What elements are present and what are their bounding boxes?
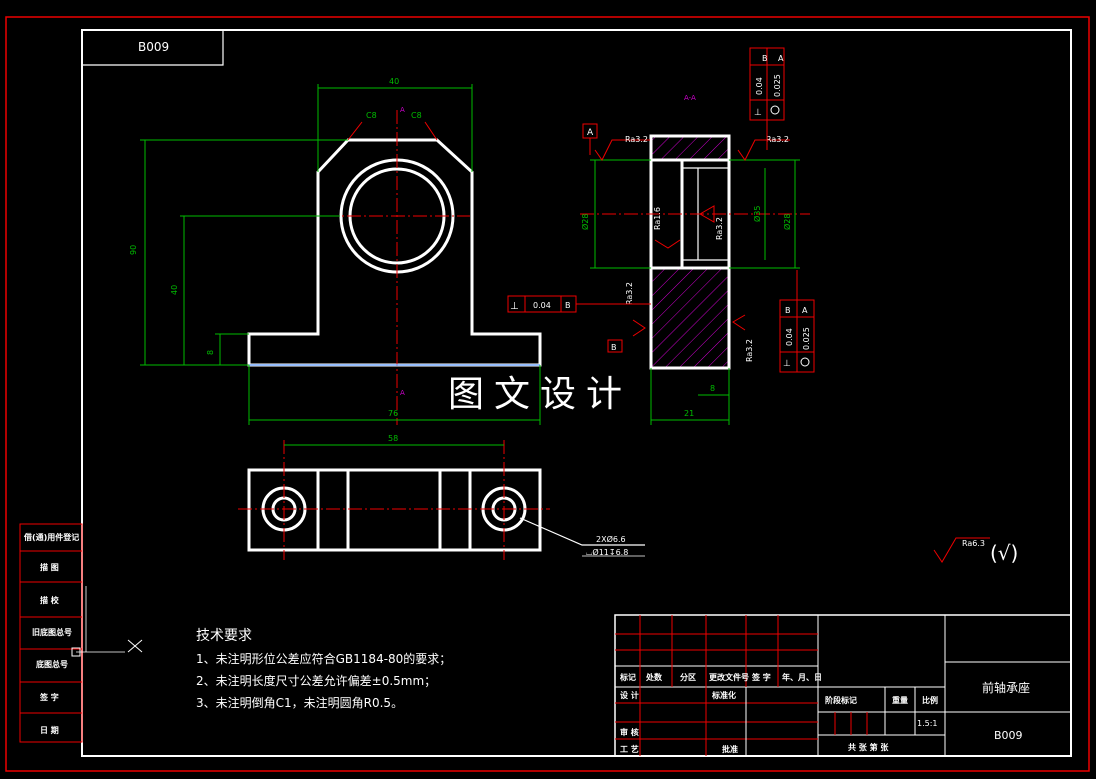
svg-text:分区: 分区	[680, 672, 696, 682]
tolerance-frame-bottom-right: B A 0.04 0.025 ⊥	[779, 270, 815, 373]
svg-text:阶段标记: 阶段标记	[825, 695, 857, 705]
watermark: 图文设计	[448, 374, 632, 415]
scale-value: 1.5:1	[917, 719, 938, 728]
svg-text:0.025: 0.025	[773, 74, 782, 97]
roughness-inner-left: Ra1.6	[653, 207, 662, 230]
tech-title: 技术要求	[196, 628, 252, 644]
dim-width-top: 40	[389, 77, 399, 86]
dim-section-width: 21	[684, 409, 694, 418]
svg-text:设 计: 设 计	[620, 690, 639, 700]
outer-border	[5, 16, 1090, 772]
chamfer-left-label: C8	[366, 111, 377, 120]
svg-text:重量: 重量	[892, 695, 908, 705]
tech-item-2: 2、未注明长度尺寸公差允许偏差±0.5mm；	[196, 673, 436, 688]
svg-text:比例: 比例	[922, 695, 938, 705]
svg-text:借(通)用件登记: 借(通)用件登记	[23, 532, 79, 542]
svg-text:描 图: 描 图	[40, 562, 59, 572]
svg-text:描 校: 描 校	[40, 595, 60, 605]
svg-text:Ra3.2: Ra3.2	[766, 135, 789, 144]
hole-callout-2: ⌴Ø11↧6.8	[586, 547, 628, 557]
chamfer-right-label: C8	[411, 111, 422, 120]
svg-text:B: B	[565, 301, 571, 310]
svg-text:0.04: 0.04	[755, 77, 764, 95]
svg-text:B: B	[785, 306, 791, 315]
svg-text:⊥: ⊥	[510, 301, 519, 312]
title-block: 标记 处数 分区 更改文件号 签 字 年、月、日 设 计 标准化 审 核 工 艺…	[614, 614, 1072, 757]
svg-text:标记: 标记	[619, 672, 636, 682]
dim-step-width: 8	[710, 384, 715, 393]
dim-bore-right: Ø28	[782, 214, 792, 230]
tolerance-frame-perp-b: ⊥ 0.04 B	[507, 295, 651, 313]
svg-text:0.025: 0.025	[802, 327, 811, 350]
drawing-code-top: B009	[138, 40, 169, 54]
roughness-inner-right: Ra3.2	[715, 217, 724, 240]
left-strip: 借(通)用件登记 描 图 描 校 旧底图总号 底图总号 签 字 日 期	[19, 523, 83, 743]
dim-center-height: 40	[170, 285, 179, 295]
svg-text:旧底图总号: 旧底图总号	[32, 627, 72, 637]
section-label: A-A	[684, 94, 696, 102]
hole-callout-1: 2XØ6.6	[596, 534, 626, 544]
dim-base-thickness: 8	[206, 350, 215, 355]
svg-text:A: A	[587, 128, 594, 138]
svg-text:Ra3.2: Ra3.2	[625, 135, 648, 144]
section-outline	[649, 134, 731, 370]
svg-text:⊥: ⊥	[754, 108, 762, 118]
part-name: 前轴承座	[982, 680, 1030, 695]
tech-item-3: 3、未注明倒角C1，未注明圆角R0.5。	[196, 695, 403, 710]
svg-text:签 字: 签 字	[39, 692, 59, 702]
svg-text:批准: 批准	[722, 744, 738, 754]
code-box	[82, 30, 224, 66]
svg-text:更改文件号: 更改文件号	[709, 672, 749, 682]
roughness-top-right: Ra3.2	[737, 135, 790, 161]
svg-text:工 艺: 工 艺	[620, 744, 639, 754]
svg-text:A: A	[802, 306, 808, 315]
svg-text:B: B	[611, 343, 617, 352]
svg-text:处数: 处数	[645, 672, 663, 682]
dim-base-width: 76	[388, 409, 398, 418]
svg-text:⊥: ⊥	[783, 359, 791, 369]
datum-b-box	[607, 339, 623, 353]
svg-text:B: B	[762, 54, 768, 63]
front-view: 40 C8 C8 A A 90 40 8 76	[129, 77, 542, 425]
roughness-bottom-right: Ra3.2	[745, 339, 754, 362]
svg-text:底图总号: 底图总号	[35, 659, 68, 669]
svg-text:日 期: 日 期	[40, 725, 59, 735]
svg-text:共 张 第 张: 共 张 第 张	[848, 742, 889, 752]
svg-text:A: A	[778, 54, 784, 63]
svg-text:标准化: 标准化	[711, 690, 736, 700]
tech-item-1: 1、未注明形位公差应符合GB1184-80的要求；	[196, 651, 451, 666]
roughness-top-left: Ra3.2	[594, 135, 650, 161]
top-outline	[247, 468, 542, 552]
dim-height-total: 90	[129, 245, 138, 255]
svg-text:0.04: 0.04	[785, 328, 794, 346]
cut-marker-bottom: A	[400, 389, 405, 397]
svg-text:签 字: 签 字	[751, 672, 771, 682]
svg-text:Ra6.3: Ra6.3	[962, 539, 985, 548]
svg-text:(√): (√)	[990, 541, 1018, 565]
cut-marker-top: A	[400, 106, 405, 114]
roughness-bottom-left: Ra3.2	[625, 282, 634, 305]
default-roughness: Ra6.3 (√)	[933, 537, 1018, 565]
inner-border	[81, 29, 1072, 757]
drawing-code-bottom: B009	[994, 729, 1023, 742]
dim-hole-spacing: 58	[388, 434, 398, 443]
front-outline	[247, 138, 542, 367]
top-view: 58 2XØ6.6 ⌴Ø11↧6.8	[238, 434, 645, 560]
dim-bore-mid: Ø35	[752, 206, 762, 222]
svg-text:年、月、日: 年、月、日	[782, 672, 822, 682]
tolerance-frame-top-right: B A 0.04 0.025 ⊥	[749, 47, 785, 150]
svg-text:0.04: 0.04	[533, 301, 551, 310]
svg-text:审 核: 审 核	[620, 727, 639, 737]
dim-bore-left: Ø28	[580, 214, 590, 230]
section-view: A-A Ø28 Ø28 Ø35 21 8 Ra3.2 R	[580, 94, 810, 425]
